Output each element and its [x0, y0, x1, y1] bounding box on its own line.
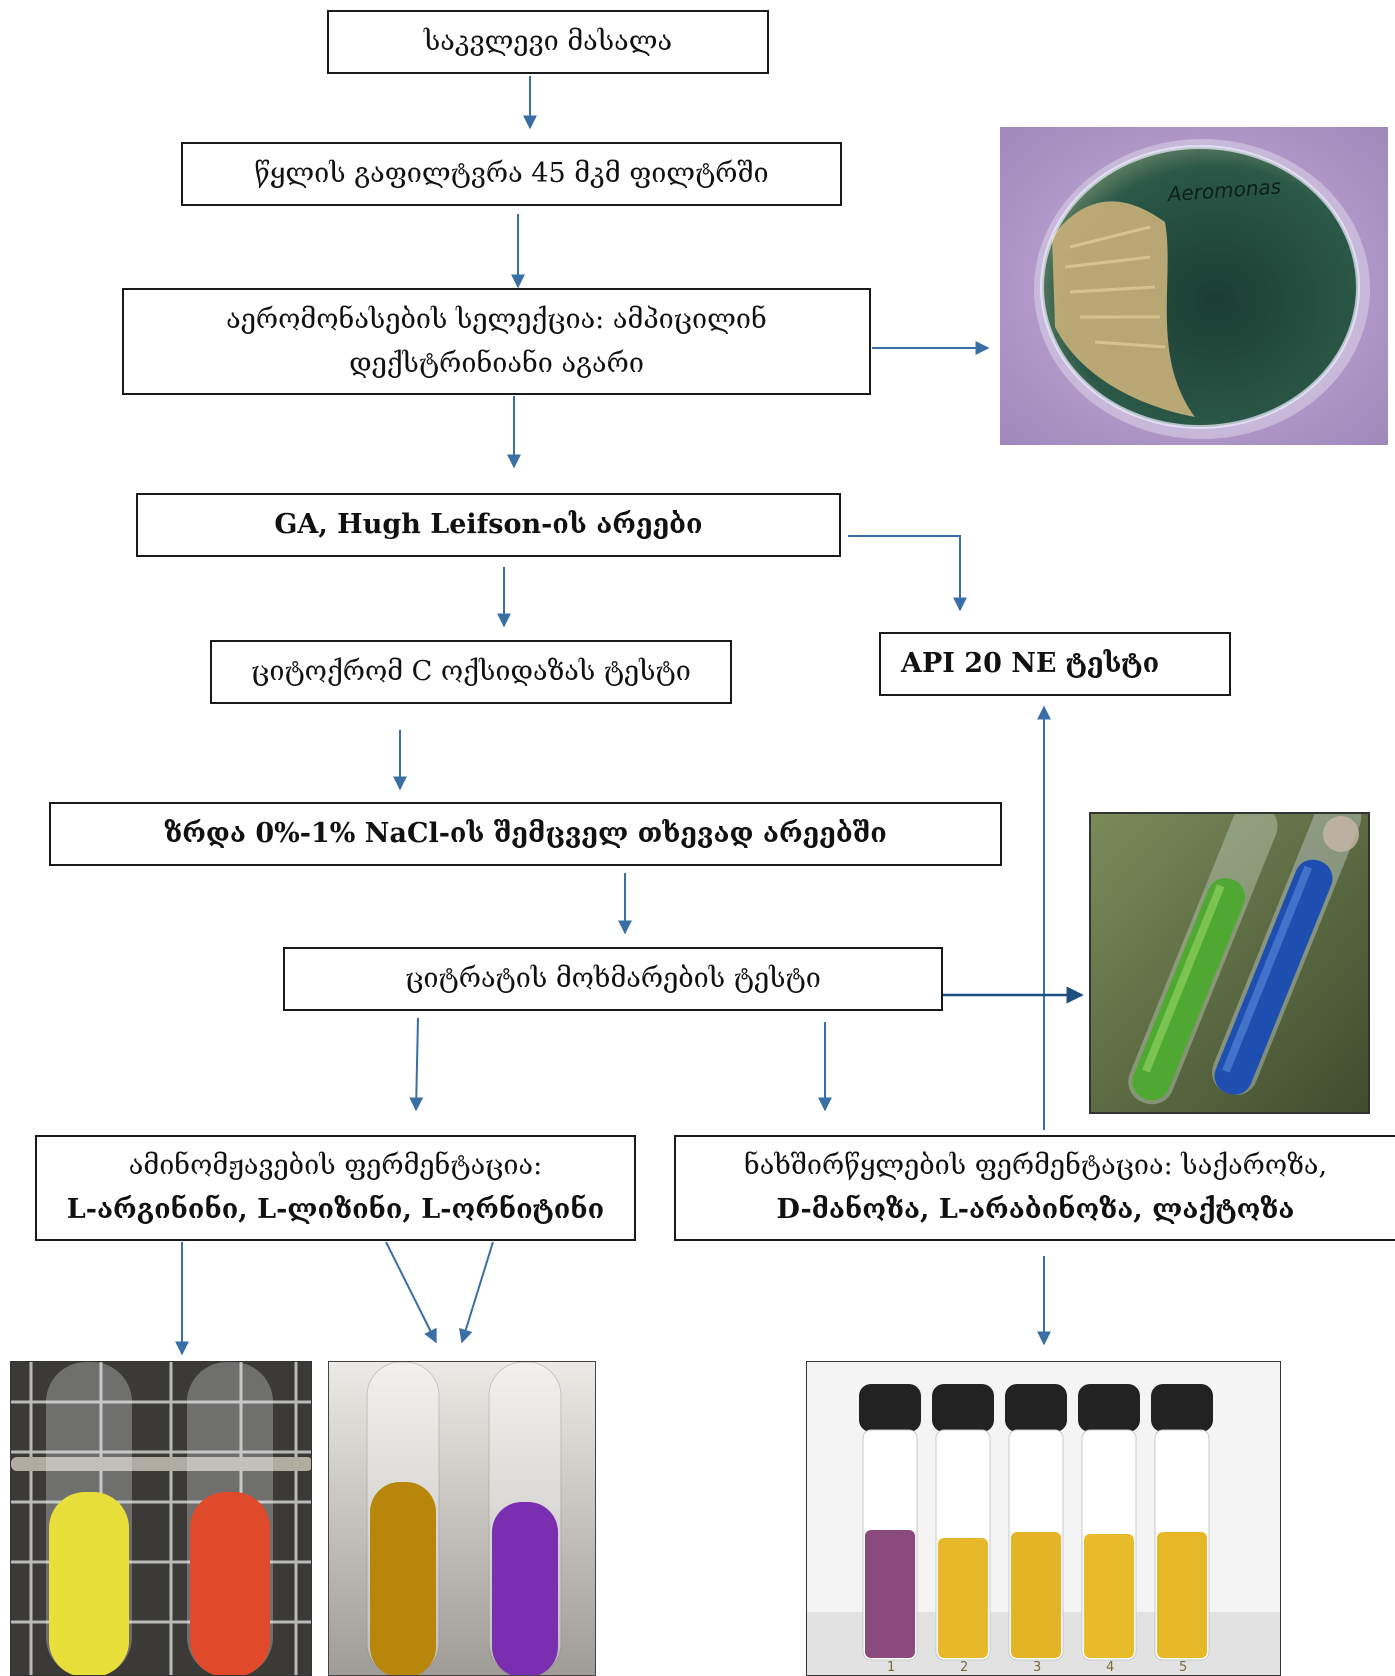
step-growth-box: ზრდა 0%-1% NaCl-ის შემცველ თხევად არეებშ… [49, 802, 1002, 866]
petri-dish-photo: Aeromonas [1000, 127, 1388, 445]
arrow-amino-photo2a [385, 1241, 437, 1344]
citrate-tubes-photo [1089, 812, 1370, 1114]
step-selection-line1: აერომონასების სელექცია: ამპიცილინ [226, 303, 767, 335]
step-carb-line1: ნახშირწყლების ფერმენტაცია: საქაროზა, [743, 1150, 1328, 1181]
arrow-media-api [848, 535, 967, 612]
step-api-box: API 20 NE ტესტი [879, 632, 1231, 696]
step-amino-line1: ამინომჟავების ფერმენტაცია: [128, 1150, 543, 1181]
carb-vials-photo: 1 2 3 4 5 [806, 1361, 1281, 1676]
amino-amber-purple-tubes-photo [328, 1361, 596, 1676]
step-carb-line2: D-მანოზა, L-არაბინოზა, ლაქტოზა [776, 1194, 1295, 1225]
vial-number-3: 3 [1033, 1660, 1041, 1675]
vial-number-1: 1 [887, 1660, 895, 1675]
step-media-box: GA, Hugh Leifson-ის არეები [136, 493, 841, 557]
step-citrate-text: ციტრატის მოხმარების ტესტი [405, 963, 821, 994]
step-filtration-box: წყლის გაფილტვრა 45 მკმ ფილტრში [181, 142, 842, 206]
step-oxidase-box: ციტოქრომ C ოქსიდაზას ტესტი [210, 640, 732, 704]
vial-number-4: 4 [1106, 1660, 1114, 1675]
vial-number-5: 5 [1179, 1660, 1187, 1675]
step-api-text: API 20 NE ტესტი [901, 648, 1160, 679]
step-selection-box: აერომონასების სელექცია: ამპიცილინ დექსტრ… [122, 288, 871, 395]
step-filtration-text: წყლის გაფილტვრა 45 მკმ ფილტრში [254, 158, 769, 189]
vial-number-2: 2 [960, 1660, 968, 1675]
step-sample-box: საკვლევი მასალა [327, 10, 769, 74]
arrow-citrate-amino [409, 1017, 424, 1112]
step-oxidase-text: ციტოქრომ C ოქსიდაზას ტესტი [251, 656, 691, 687]
step-media-text: GA, Hugh Leifson-ის არეები [274, 509, 703, 540]
step-amino-line2: L-არგინინი, L-ლიზინი, L-ორნიტინი [66, 1194, 605, 1225]
step-selection-line2: დექსტრინიანი აგარი [349, 347, 644, 379]
amino-rack-tubes-photo [10, 1361, 312, 1676]
arrow-amino-photo2b [459, 1241, 494, 1344]
step-citrate-box: ციტრატის მოხმარების ტესტი [283, 947, 943, 1011]
step-carb-box: ნახშირწყლების ფერმენტაცია: საქაროზა, D-მ… [674, 1135, 1395, 1241]
step-sample-text: საკვლევი მასალა [423, 26, 673, 57]
step-amino-box: ამინომჟავების ფერმენტაცია: L-არგინინი, L… [35, 1135, 636, 1241]
step-growth-text: ზრდა 0%-1% NaCl-ის შემცველ თხევად არეებშ… [164, 818, 887, 849]
